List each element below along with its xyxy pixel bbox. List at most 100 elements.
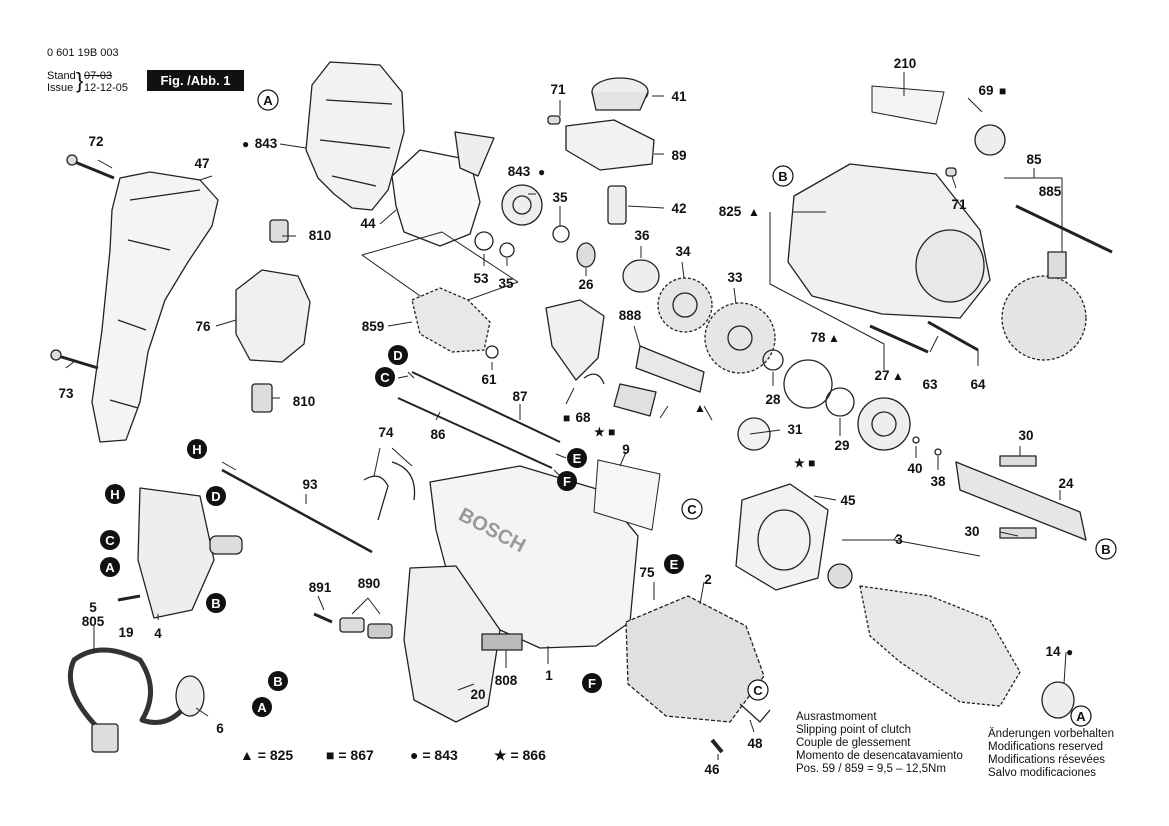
svg-text:A: A: [263, 93, 273, 108]
part-label-40: 40: [907, 461, 922, 476]
legend-text: = 843: [418, 747, 458, 763]
callout-e: E: [567, 448, 587, 468]
part-label-19: 19: [118, 625, 133, 640]
part-label-78: 78: [810, 330, 826, 345]
part-label-86: 86: [430, 427, 446, 442]
part-label-808: 808: [495, 673, 518, 688]
svg-text:H: H: [192, 442, 201, 457]
stand-date: 07-03: [84, 70, 113, 82]
part-label-76: 76: [195, 319, 211, 334]
part-label-53: 53: [473, 271, 489, 286]
svg-text:E: E: [573, 451, 582, 466]
part-label-73: 73: [58, 386, 74, 401]
callout-c: C: [747, 679, 769, 701]
callout-h: H: [105, 484, 125, 504]
clutch-note-es: Momento de desencatavamiento: [796, 750, 963, 762]
part-label-69: 69: [978, 83, 993, 98]
part-label-20: 20: [470, 687, 485, 702]
part-label-890: 890: [358, 576, 381, 591]
part-label-859: 859: [362, 319, 385, 334]
part-label-31: 31: [787, 422, 803, 437]
part-label-29: 29: [834, 438, 849, 453]
part-label-810: 810: [309, 228, 332, 243]
callout-f: F: [582, 673, 602, 693]
part-label-3: 3: [895, 532, 903, 547]
gear-housing-cover-shape: [305, 61, 405, 211]
part-label-210: 210: [894, 56, 917, 71]
leader-lines: [65, 72, 1067, 760]
power-cable-shape: [67, 647, 193, 732]
part-label-810-b: 810: [293, 394, 316, 409]
legend-text: = 825: [253, 747, 294, 763]
callout-a: A: [257, 89, 279, 111]
part-label-89: 89: [671, 148, 686, 163]
part-label-28: 28: [765, 392, 781, 407]
legend-item-867: ■ = 867: [326, 747, 374, 763]
part-label-30: 30: [1018, 428, 1033, 443]
circle-marker: ●: [538, 165, 545, 179]
triangle-marker: ▲: [892, 369, 904, 383]
gear-34-shape: [657, 277, 713, 333]
intermediate-shaft-shape: [411, 287, 491, 353]
part-label-33: 33: [727, 270, 743, 285]
callout-c: C: [681, 498, 703, 520]
part-label-71-b: 71: [951, 197, 967, 212]
svg-text:F: F: [563, 474, 571, 489]
armature-shape: [859, 585, 1021, 707]
doc-number: 0 601 19B 003: [47, 47, 119, 59]
issue-date: 12-12-05: [84, 82, 129, 94]
svg-text:C: C: [687, 502, 697, 517]
part-label-45: 45: [840, 493, 856, 508]
part-label-47: 47: [194, 156, 209, 171]
triangle-marker: ▲: [748, 205, 760, 219]
callout-b: B: [206, 593, 226, 613]
part-label-6: 6: [216, 721, 224, 736]
triangle-marker: ▲: [828, 331, 840, 345]
part-label-35: 35: [552, 190, 568, 205]
svg-text:F: F: [588, 676, 596, 691]
part-label-888: 888: [619, 308, 642, 323]
svg-text:D: D: [393, 348, 402, 363]
part-label-93: 93: [302, 477, 318, 492]
svg-text:A: A: [1076, 709, 1086, 724]
spindle-shape: [955, 461, 1087, 541]
square-icon: ■: [326, 747, 335, 763]
header-brace: }: [76, 68, 84, 93]
callout-a: A: [1070, 705, 1092, 727]
issue-label: Issue: [47, 82, 74, 94]
part-label-26: 26: [578, 277, 594, 292]
legend-text: = 867: [334, 747, 374, 763]
changes-note-fr: Modifications résevées: [988, 754, 1105, 766]
svg-text:D: D: [211, 489, 220, 504]
callout-a: A: [100, 557, 120, 577]
clutch-torque-value: Pos. 59 / 859 = 9,5 – 12,5Nm: [796, 763, 946, 775]
part-label-71: 71: [550, 82, 566, 97]
figure-label: Fig. /Abb. 1: [147, 70, 244, 91]
part-label-87: 87: [512, 389, 527, 404]
clutch-note-de: Ausrastmoment: [796, 711, 877, 723]
legend-item-825: ▲ = 825: [240, 747, 293, 763]
handle-shape: [91, 171, 219, 443]
svg-text:B: B: [211, 596, 220, 611]
clutch-note-fr: Couple de glessement: [796, 737, 911, 749]
svg-text:C: C: [105, 533, 115, 548]
part-label-805: 805: [82, 614, 105, 629]
square-marker: ■: [999, 84, 1006, 98]
part-label-885: 885: [1039, 184, 1062, 199]
circle-icon: ●: [410, 747, 419, 763]
part-label-30-b: 30: [964, 524, 979, 539]
callout-c: C: [100, 530, 120, 550]
svg-text:B: B: [273, 674, 282, 689]
switch-carrier-shape: [235, 269, 311, 363]
part-label-843-b: 843: [508, 164, 531, 179]
star-square-marker: ★ ■: [594, 425, 615, 439]
part-label-61: 61: [481, 372, 497, 387]
part-label-9: 9: [622, 442, 630, 457]
triangle-marker: ▲: [694, 401, 706, 415]
part-label-44: 44: [360, 216, 376, 231]
part-label-63: 63: [922, 377, 938, 392]
changes-note-en: Modifications reserved: [988, 741, 1104, 753]
changes-note-es: Salvo modificaciones: [988, 767, 1097, 779]
